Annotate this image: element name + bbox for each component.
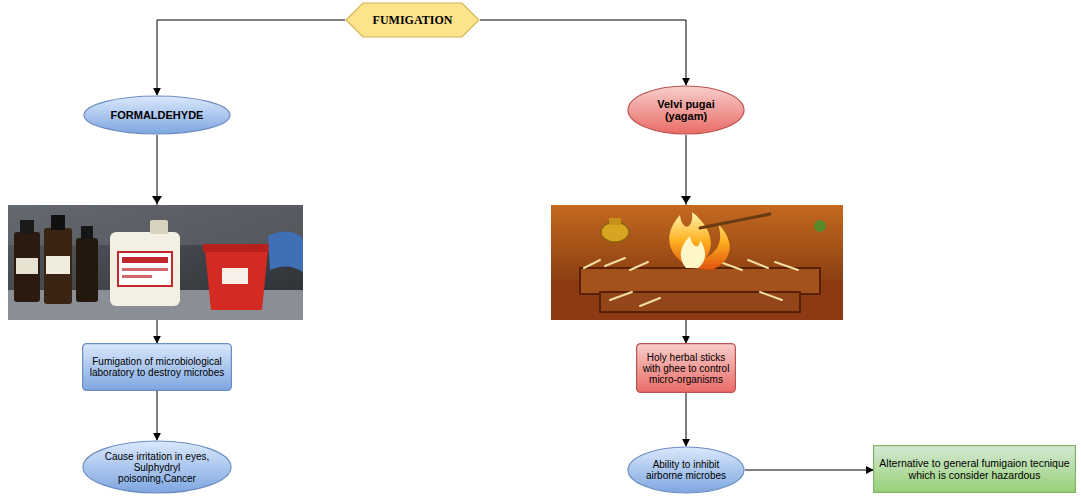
note-box: Alternative to general fumigaion tecniqu…	[873, 445, 1076, 493]
node-label: FUMIGATION	[365, 13, 460, 28]
process-box: Fumigation of microbiological laboratory…	[82, 343, 232, 391]
flow-arrow	[686, 393, 687, 446]
laboratory-photo	[8, 205, 303, 320]
node-label: Ability to inhibit airborne microbes	[644, 459, 728, 481]
method-ellipse: Velvi pugai (yagam)	[627, 85, 745, 135]
method-ellipse: FORMALDEHYDE	[83, 95, 231, 135]
result-ellipse: Ability to inhibit airborne microbes	[627, 446, 745, 494]
yagam-photo	[551, 205, 843, 320]
connector-group	[157, 20, 873, 470]
result-ellipse: Cause irritation in eyes, Sulphydryl poi…	[82, 440, 232, 494]
node-label: Cause irritation in eyes, Sulphydryl poi…	[103, 451, 211, 484]
node-label: Velvi pugai (yagam)	[644, 98, 728, 122]
flow-arrow	[480, 20, 686, 85]
start-hexagon: FUMIGATION	[345, 2, 480, 38]
flow-arrow	[745, 470, 873, 471]
photo-arrowheads	[152, 196, 691, 204]
node-label: FORMALDEHYDE	[104, 109, 210, 121]
process-box: Holy herbal sticks with ghee to control …	[636, 343, 736, 393]
flow-arrow	[157, 391, 158, 440]
flow-arrow	[157, 20, 345, 95]
node-label: Alternative to general fumigaion tecniqu…	[878, 457, 1071, 481]
node-label: Holy herbal sticks with ghee to control …	[641, 352, 731, 385]
node-label: Fumigation of microbiological laboratory…	[87, 356, 227, 378]
